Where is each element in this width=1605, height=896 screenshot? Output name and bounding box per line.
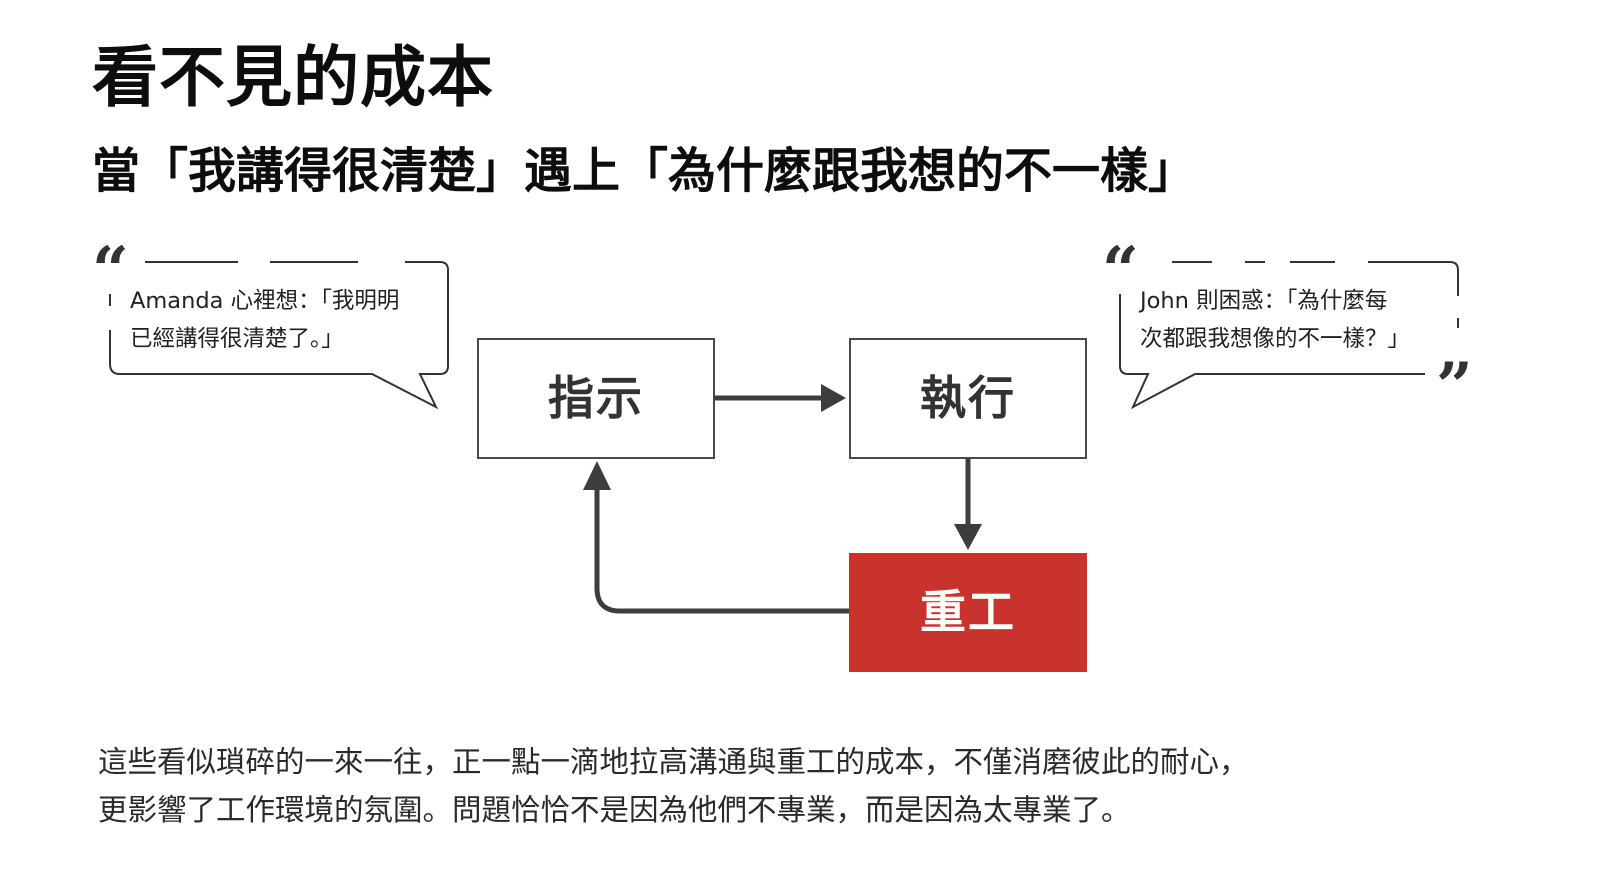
close-quote-mark-right: ” (1436, 349, 1473, 424)
page-title: 看不見的成本 (92, 39, 494, 116)
speech-bubble-right: “ ” (1102, 233, 1473, 424)
quote-text-left: Amanda 心裡想：「我明明 已經講得很清楚了。」 (130, 282, 399, 358)
rework-box-label: 重工 (920, 585, 1016, 639)
speech-bubble-left-outline (109, 261, 449, 410)
speech-bubble-left: “ (92, 233, 449, 410)
quote-left-line-1: Amanda 心裡想：「我明明 (130, 288, 400, 314)
rework-box (849, 553, 1087, 672)
page-subtitle: 當「我講得很清楚」遇上「為什麼跟我想的不一樣」 (92, 143, 1197, 199)
speech-bubble-right-outline (1119, 261, 1459, 410)
arrow-rework-to-instruction-head (583, 461, 611, 490)
execution-box-label: 執行 (920, 371, 1016, 425)
footer-paragraph: 這些看似瑣碎的一來一往，正一點一滴地拉高溝通與重工的成本，不僅消磨彼此的耐心， … (98, 738, 1249, 834)
execution-box (849, 338, 1087, 459)
arrow-instruction-to-execution-head (821, 384, 846, 412)
quote-right-line-2: 次都跟我想像的不一樣？」 (1140, 326, 1411, 352)
quote-right-line-1: John 則困惑：「為什麼每 (1140, 288, 1388, 314)
open-quote-mark-left: “ (92, 233, 129, 308)
footer-line-1: 這些看似瑣碎的一來一往，正一點一滴地拉高溝通與重工的成本，不僅消磨彼此的耐心， (98, 745, 1249, 779)
quote-text-right: John 則困惑：「為什麼每 次都跟我想像的不一樣？」 (1140, 282, 1410, 358)
arrow-execution-to-rework-head (954, 524, 982, 550)
instruction-box-label: 指示 (548, 371, 644, 425)
open-quote-mark-right: “ (1102, 233, 1139, 308)
arrow-rework-to-instruction (594, 484, 849, 614)
footer-line-2: 更影響了工作環境的氛圍。問題恰恰不是因為他們不專業，而是因為太專業了。 (98, 793, 1131, 827)
quote-left-line-2: 已經講得很清楚了。」 (130, 326, 344, 352)
